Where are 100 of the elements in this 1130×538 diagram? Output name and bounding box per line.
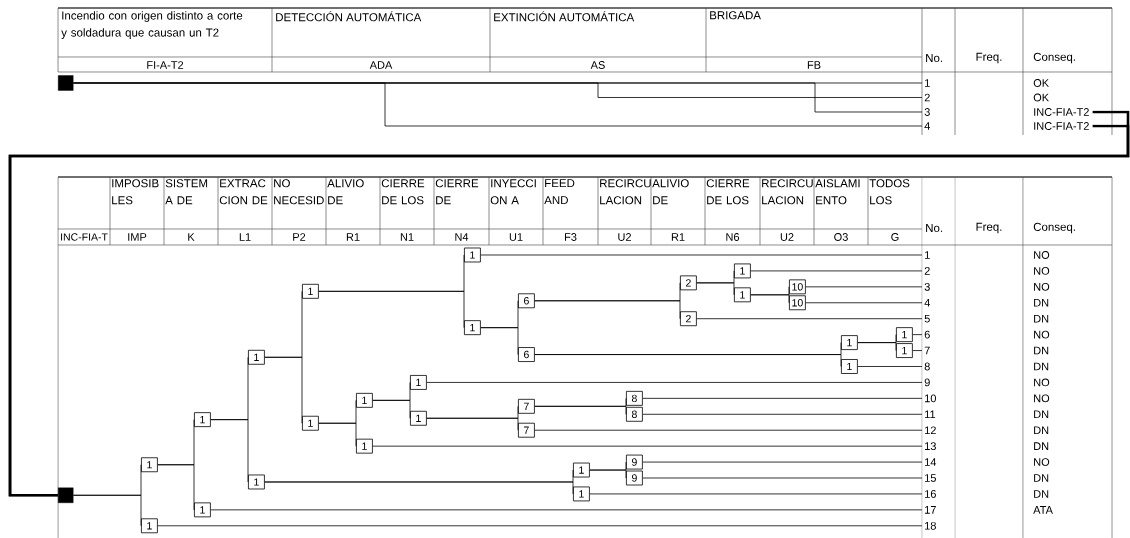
consequence-label: DN — [1034, 362, 1049, 371]
row-number: 15 — [925, 474, 936, 482]
row-number: 1 — [925, 251, 930, 259]
consequence-label: NO — [1034, 251, 1050, 259]
consequence-label: NO — [1034, 394, 1050, 403]
branch-line — [264, 481, 574, 495]
branch-line — [912, 334, 923, 336]
row-number: 16 — [925, 490, 936, 498]
row-number: 10 — [925, 394, 936, 403]
branch-box: 1 — [248, 349, 265, 365]
column-header: EXTINCIÓN AUTOMÁTICA — [494, 11, 635, 22]
row-number: 4 — [924, 299, 930, 307]
branch-line — [534, 429, 923, 431]
consequence-label: OK — [1033, 79, 1049, 87]
row-number: 5 — [924, 314, 930, 323]
branch-box: 7 — [518, 422, 535, 438]
row-number: 14 — [925, 458, 937, 466]
column-header: INYECCI ON A — [490, 179, 536, 205]
event-code: U2 — [618, 233, 631, 241]
column-header: Freq. — [976, 52, 1002, 64]
branch-line — [857, 366, 923, 367]
column-header: CIERRE DE LOS — [381, 179, 425, 205]
consequence-label: DN — [1034, 299, 1049, 307]
branch-box: 2 — [680, 275, 697, 291]
column-header: DETECCIÓN AUTOMÁTICA — [276, 11, 422, 22]
column-header: IMPOSIB LES — [112, 179, 159, 205]
column-header: ALIVIO DE — [652, 179, 689, 205]
branch-line — [912, 350, 923, 351]
branch-box: 1 — [896, 343, 913, 358]
column-header: BRIGADA — [710, 11, 761, 20]
branch-line — [480, 254, 923, 256]
branch-line — [642, 397, 923, 399]
branch-line — [534, 354, 842, 367]
row-number: 9 — [924, 378, 930, 387]
row-number: 17 — [925, 506, 936, 514]
branch-line — [534, 300, 681, 320]
event-code: R1 — [671, 233, 685, 241]
row-number: 7 — [924, 346, 930, 355]
row-number: 8 — [924, 362, 930, 371]
branch-line — [264, 356, 303, 424]
column-header: RECIRCU LACION — [762, 179, 813, 205]
column-header: Freq. — [976, 222, 1002, 234]
event-code: IMP — [128, 233, 147, 241]
consequence-label: DN — [1034, 314, 1049, 323]
column-header: CIERRE DE LOS — [706, 179, 750, 205]
event-code: R1 — [346, 233, 360, 241]
branch-line — [372, 445, 923, 447]
consequence-label: NO — [1034, 267, 1050, 275]
row-number: 2 — [924, 267, 930, 275]
branch-line — [750, 294, 790, 304]
row-number: 6 — [924, 330, 930, 339]
column-header: No. — [926, 54, 943, 62]
row-number: 3 — [924, 108, 930, 116]
row-number: 11 — [925, 410, 936, 419]
column-header: SISTEM A DE — [165, 179, 208, 205]
branch-box: 8 — [626, 406, 643, 422]
event-code: U1 — [509, 233, 523, 241]
branch-line — [857, 342, 897, 351]
event-code: U2 — [780, 233, 794, 241]
column-header: No. — [926, 224, 943, 232]
event-code: F3 — [565, 233, 577, 241]
row-number: 2 — [924, 93, 930, 102]
branch-box: 9 — [626, 454, 643, 470]
event-code: N4 — [455, 233, 469, 241]
column-header: Incendio con origen distinto a corte y soldadura que causan un T2 — [61, 11, 243, 39]
branch-box: 1 — [194, 502, 211, 518]
branch-line — [534, 405, 627, 415]
event-code: O3 — [834, 233, 848, 241]
branch-line — [589, 469, 627, 479]
branch-box: 10 — [789, 279, 806, 295]
event-code: FI-A-T2 — [147, 61, 184, 69]
branch-box: 1 — [464, 320, 481, 336]
column-header: NO NECESID — [274, 179, 324, 205]
row-number: 18 — [925, 521, 936, 530]
branch-line — [73, 82, 923, 127]
consequence-label: DN — [1034, 474, 1049, 482]
branch-line — [642, 477, 923, 479]
branch-line — [589, 493, 923, 495]
branch-box: 1 — [734, 287, 751, 303]
column-header: AISLAMI ENTO — [815, 179, 860, 205]
branch-box: 1 — [356, 392, 373, 408]
column-header: Conseq. — [1033, 222, 1075, 234]
event-code: AS — [590, 61, 605, 69]
branch-box: 9 — [626, 470, 643, 486]
column-header: RECIRCU LACION — [600, 179, 651, 205]
branch-box: 6 — [518, 347, 535, 362]
branch-box: 1 — [734, 263, 751, 279]
branch-box: 1 — [141, 457, 158, 473]
row-number: 3 — [924, 282, 930, 291]
consequence-label: ATA — [1033, 506, 1053, 514]
branch-line — [157, 525, 923, 527]
consequence-label: NO — [1034, 378, 1050, 387]
branch-line — [73, 494, 142, 527]
branch-line — [480, 327, 519, 355]
branch-box: 6 — [518, 293, 535, 309]
row-number: 13 — [925, 442, 936, 451]
consequence-label: DN — [1034, 346, 1049, 355]
column-header: TODOS LOS — [869, 179, 910, 205]
branch-box: 1 — [194, 412, 211, 428]
column-header: ALIVIO DE — [327, 179, 364, 205]
